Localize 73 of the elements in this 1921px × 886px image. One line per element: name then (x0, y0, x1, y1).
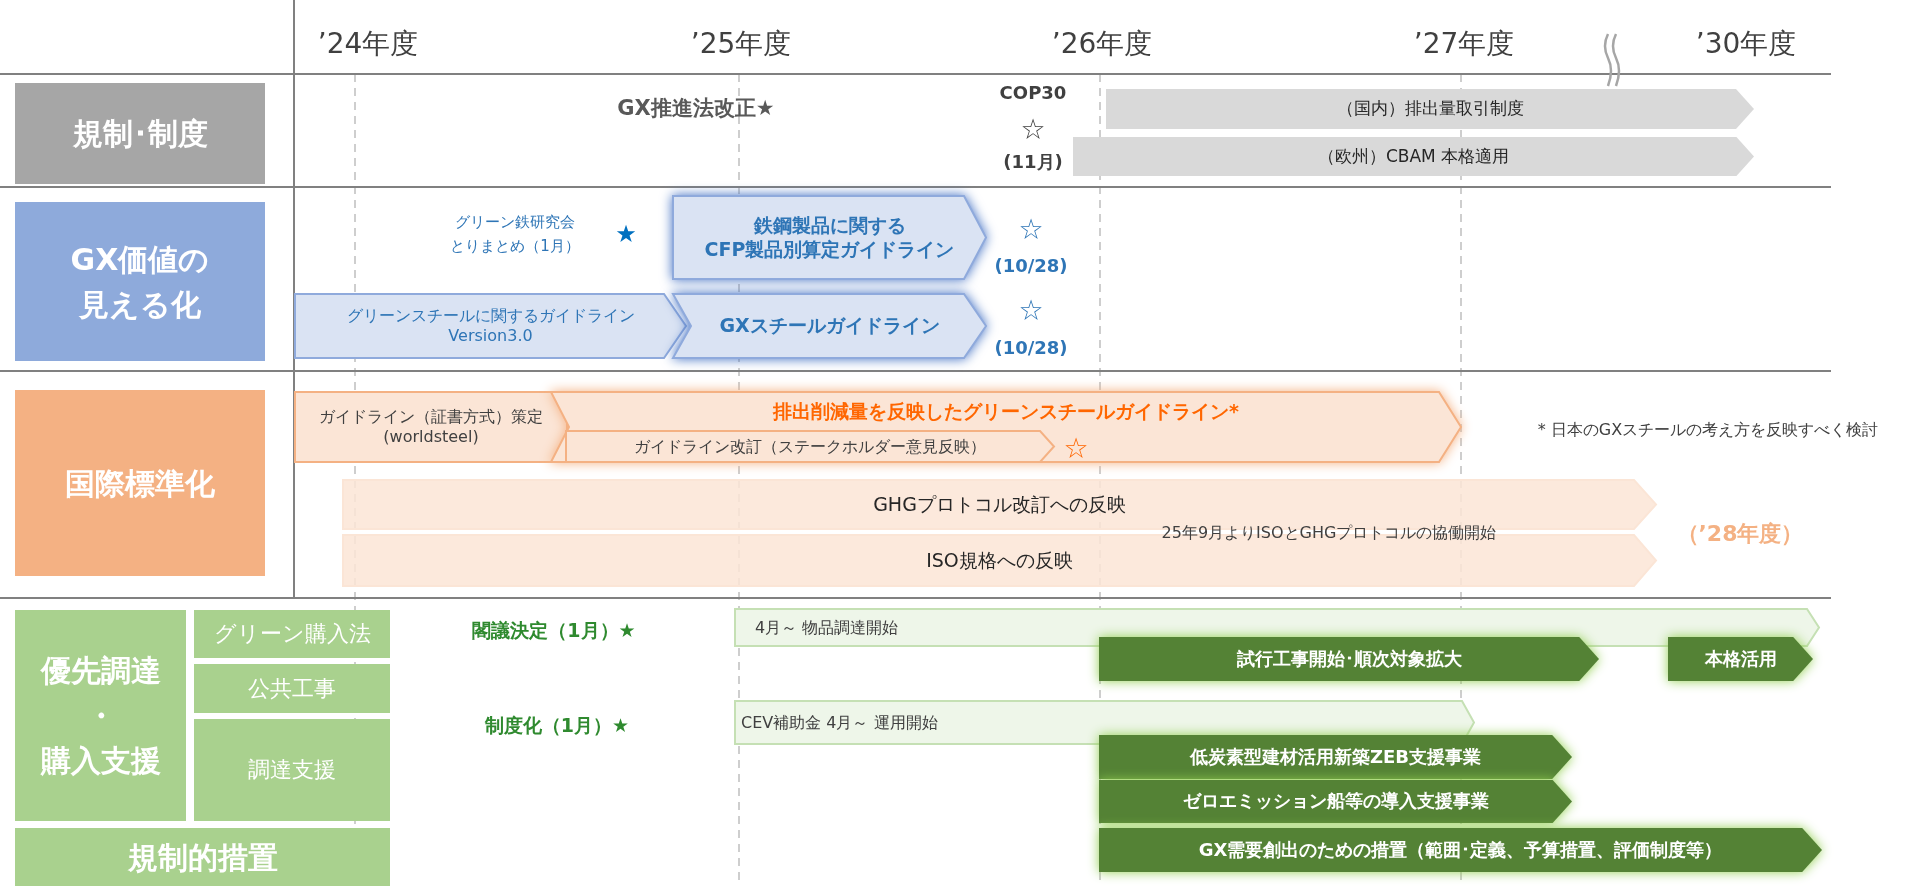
category-label: 規制･制度 (72, 115, 208, 153)
bar-label: 鉄鋼製品に関する (753, 213, 906, 238)
category-box (15, 202, 265, 361)
star-mark: ☆ (1018, 212, 1044, 246)
date-label: (11月) (1003, 150, 1063, 174)
date-label: （’28年度） (1676, 520, 1804, 548)
category-label: 優先調達 (40, 652, 161, 690)
bar-label: 4月～ 物品調達開始 (755, 617, 899, 638)
bar-label: CEV補助金 4月～ 運用開始 (741, 712, 938, 733)
date-label: (10/28) (994, 336, 1068, 358)
timeline-arrow-bar (673, 294, 986, 358)
year-heading: ’25年度 (690, 26, 792, 62)
category-label: 規制的措置 (127, 838, 278, 877)
bar-label: (worldsteel) (383, 427, 479, 447)
bar-label: GXスチールガイドライン (719, 314, 940, 338)
timeline-arrow-bar (295, 294, 686, 358)
date-label: (10/28) (994, 254, 1068, 276)
milestone-label: GX推進法改正★ (617, 95, 775, 122)
bar-label: CFP製品別算定ガイドライン (704, 237, 955, 262)
bar-label: 本格活用 (1704, 647, 1777, 671)
category-label: 購入支援 (40, 742, 161, 780)
timeline-arrow-bar (295, 392, 567, 462)
star-mark: ☆ (1018, 293, 1044, 327)
category-box (194, 719, 390, 821)
year-heading: ’27年度 (1413, 26, 1515, 62)
bar-label: ガイドライン（証書方式）策定 (319, 407, 543, 427)
category-box (194, 664, 390, 713)
milestone-label: グリーン鉄研究会 (455, 212, 575, 232)
milestone-label: 制度化（1月）★ (484, 713, 630, 738)
bar-label: GHGプロトコル改訂への反映 (873, 492, 1126, 517)
star-mark: ★ (615, 220, 637, 248)
category-box (15, 83, 265, 184)
timeline-arrow-bar (1106, 89, 1754, 129)
bar-label: 低炭素型建材活用新築ZEB支援事業 (1189, 745, 1482, 769)
timeline-arrow-bar (1099, 780, 1572, 823)
timeline-arrow-bar (1099, 828, 1822, 872)
bar-label: 排出削減量を反映したグリーンスチールガイドライン* (773, 400, 1239, 424)
timeline-arrow-bar (551, 392, 1461, 462)
category-box (15, 828, 390, 886)
star-mark: ☆ (1063, 431, 1089, 465)
bar-label: （欧州）CBAM 本格適用 (1317, 145, 1510, 168)
milestone-label: COP30 (999, 81, 1067, 103)
milestone-label: とりまとめ（1月） (450, 236, 580, 256)
bar-label: （国内）排出量取引制度 (1336, 98, 1524, 120)
bar-label: ISO規格への反映 (926, 548, 1073, 573)
timeline-arrow-bar (566, 431, 1054, 462)
category-box (194, 610, 390, 658)
bar-label: 試行工事開始･順次対象拡大 (1236, 647, 1462, 671)
milestone-label: 閣議決定（1月）★ (472, 618, 636, 643)
bar-label: ゼロエミッション船等の導入支援事業 (1182, 790, 1489, 813)
bar-label: Version3.0 (448, 326, 533, 346)
star-mark: ☆ (1020, 112, 1046, 146)
year-heading: ’26年度 (1051, 26, 1153, 62)
timeline-arrow-bar (1668, 637, 1813, 681)
category-label: グリーン購入法 (213, 620, 371, 648)
timeline-arrow-bar (673, 196, 986, 279)
timeline-arrow-bar (1073, 137, 1754, 176)
category-label: 公共工事 (248, 674, 336, 703)
category-label: 調達支援 (248, 756, 336, 784)
category-label: ・ (85, 697, 116, 735)
year-heading: ’24年度 (317, 26, 419, 62)
category-label: GX価値の見える化 (69, 240, 211, 324)
category-box (15, 610, 186, 821)
timeline-arrow-bar (1099, 637, 1599, 681)
timeline-arrow-bar (1099, 735, 1572, 779)
note-label: 25年9月よりISOとGHGプロトコルの協働開始 (1161, 522, 1497, 544)
bar-label: ガイドライン改訂（ステークホルダー意見反映） (634, 436, 986, 457)
category-box (15, 390, 265, 576)
category-label: 国際標準化 (65, 464, 215, 503)
bar-label: GX需要創出のための措置（範囲･定義、予算措置、評価制度等） (1198, 838, 1723, 862)
bar-label: グリーンスチールに関するガイドライン (346, 306, 635, 326)
footnote: * 日本のGXスチールの考え方を反映すべく検討 (1537, 419, 1879, 441)
year-heading: ’30年度 (1695, 26, 1797, 62)
